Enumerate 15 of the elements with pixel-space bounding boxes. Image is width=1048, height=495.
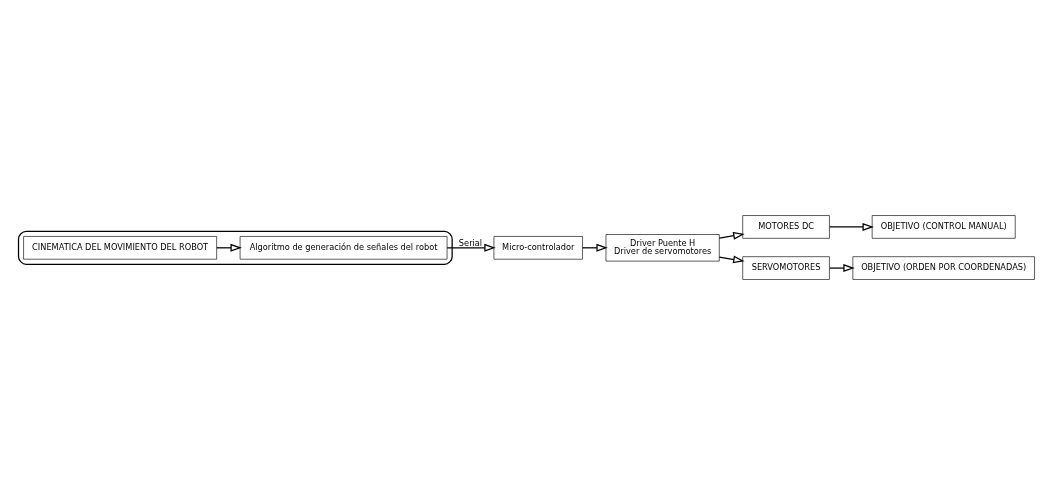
arrow	[829, 264, 855, 273]
node-box: CINEMATICA DEL MOVIMIENTO DEL ROBOT	[23, 236, 217, 260]
node-box: MOTORES DC	[742, 215, 830, 239]
node-box: SERVOMOTORES	[742, 256, 830, 280]
node-box: OBJETIVO (ORDEN POR COORDENADAS)	[852, 256, 1035, 280]
cluster	[17, 230, 453, 265]
arrow	[718, 255, 745, 264]
node-box: Micro-controlador	[493, 236, 583, 260]
arrow	[446, 243, 496, 252]
arrow	[718, 231, 745, 240]
node-box: OBJETIVO (CONTROL MANUAL)	[871, 215, 1016, 239]
node-box: Algoritmo de generación de señales del robot	[239, 236, 448, 260]
edge-label: Serial	[458, 237, 483, 248]
node-box: Driver Puente H Driver de servomotores	[605, 234, 720, 262]
arrow	[829, 222, 874, 231]
